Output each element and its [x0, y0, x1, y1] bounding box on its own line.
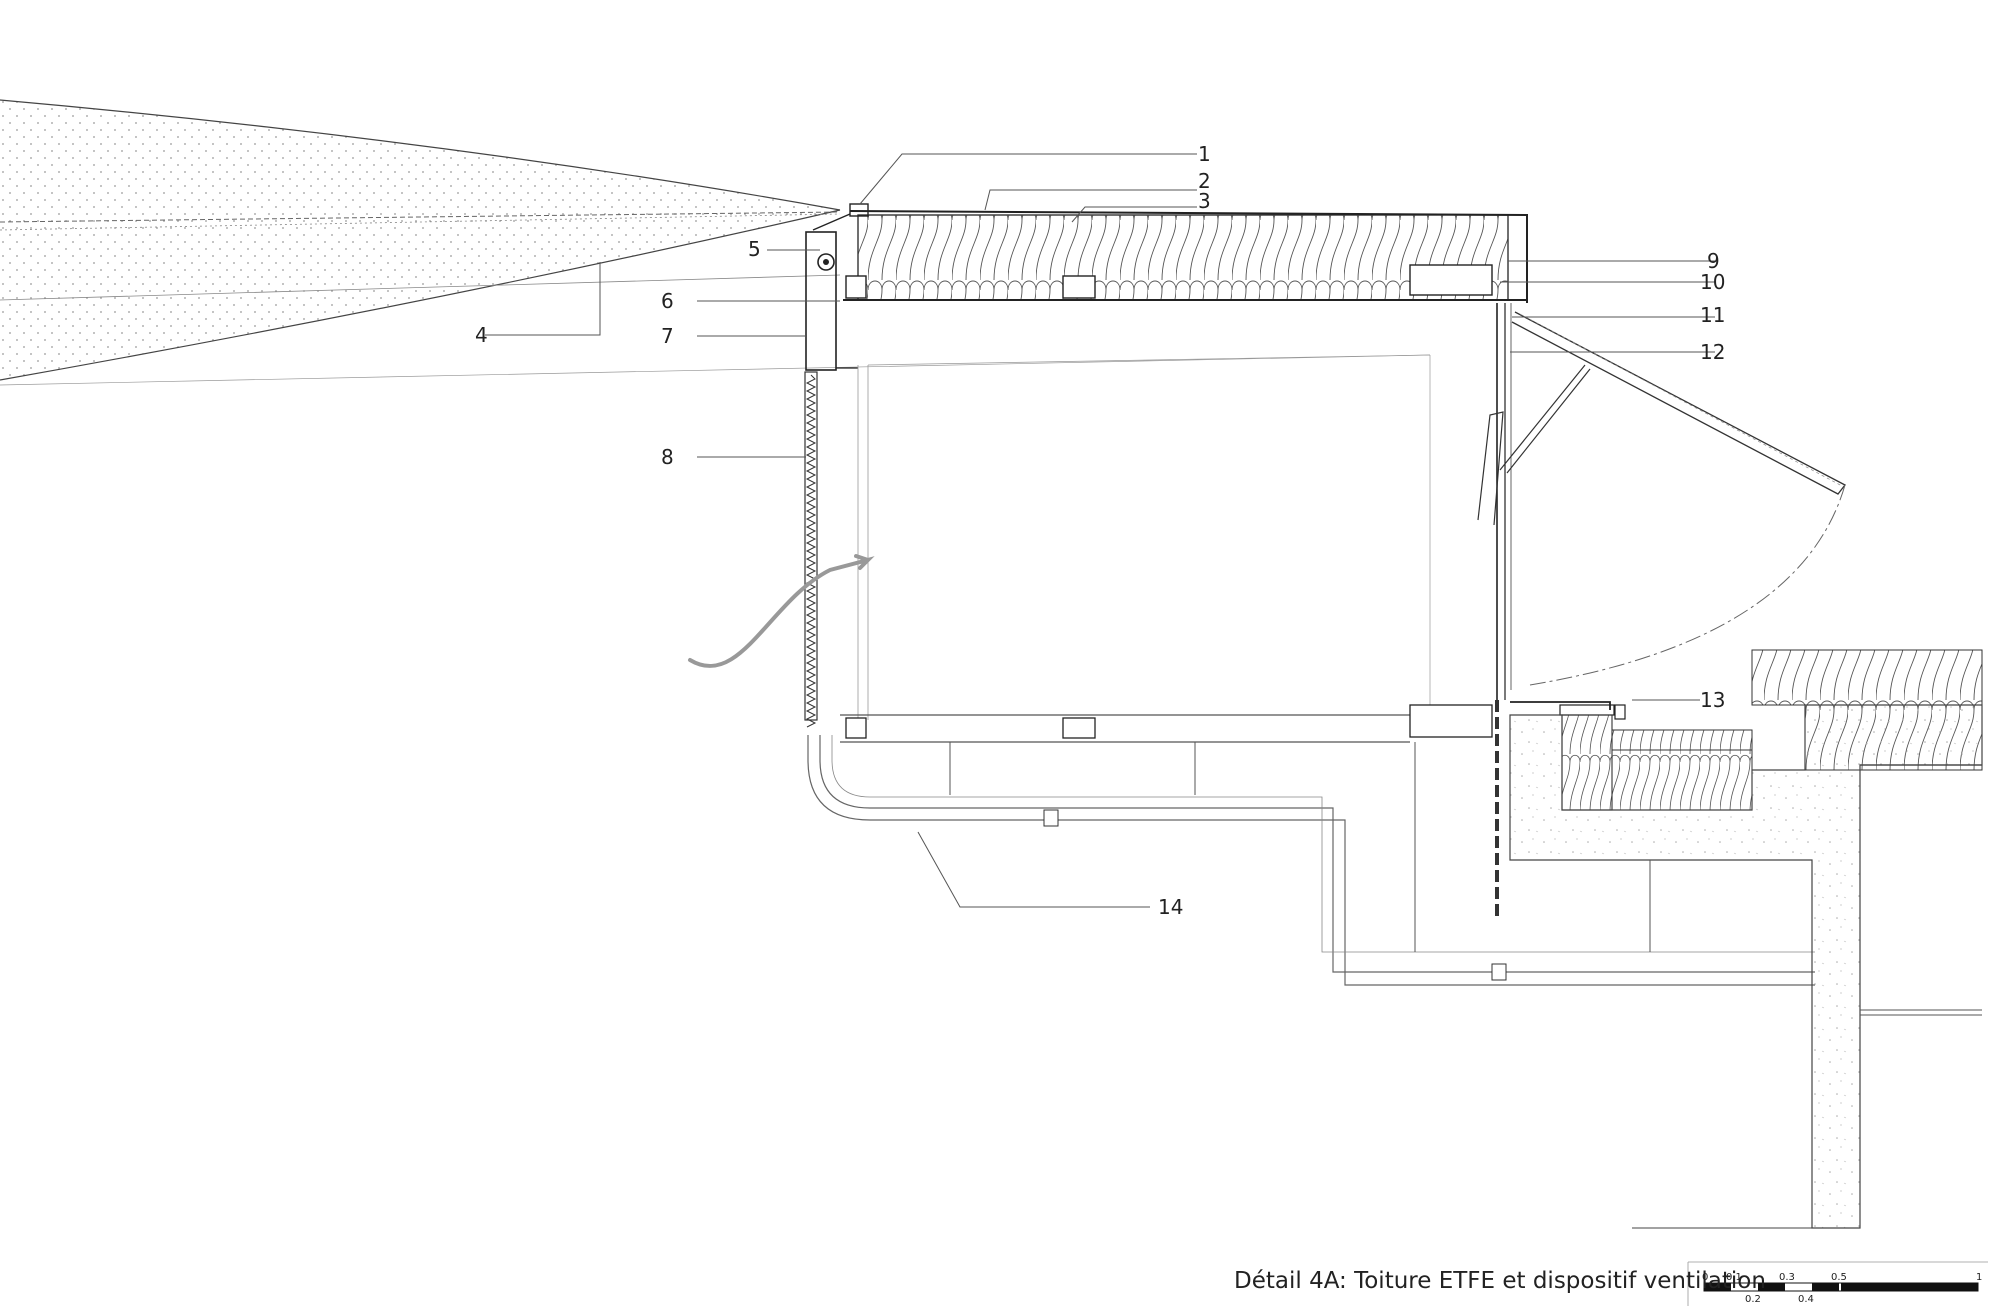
- callout-4: 4: [475, 323, 488, 347]
- callout-labels: 1 2 3 4 5 6 7 8 9 10 11 12 13 14: [475, 142, 1725, 919]
- roof-slab: [843, 203, 1528, 303]
- callout-9: 9: [1707, 249, 1720, 273]
- scale-bar: 0 0.1 0.3 0.5 1 0.2 0.4: [1687, 1261, 1988, 1306]
- callout-3: 3: [1198, 189, 1211, 213]
- etfe-cushion: [0, 99, 1431, 386]
- callout-8: 8: [661, 445, 674, 469]
- ventilation-duct: [807, 735, 1815, 986]
- scale-tick-0-2: 0.2: [1745, 1294, 1761, 1305]
- callout-2: 2: [1198, 169, 1211, 193]
- callout-11: 11: [1700, 303, 1725, 327]
- window-unit: [1477, 303, 1846, 700]
- floor-beam: [840, 704, 1493, 795]
- scale-tick-0-5: 0.5: [1831, 1272, 1847, 1283]
- scale-tick-0: 0: [1702, 1272, 1708, 1283]
- right-floor-slab: [1495, 649, 1983, 1229]
- drawing-title: Détail 4A: Toiture ETFE et dispositif ve…: [1234, 1268, 1766, 1294]
- scale-tick-0-3: 0.3: [1779, 1272, 1795, 1283]
- callout-1: 1: [1198, 142, 1211, 166]
- airflow-arrow: [688, 554, 875, 669]
- scale-tick-0-4: 0.4: [1798, 1294, 1814, 1305]
- callout-10: 10: [1700, 270, 1725, 294]
- scale-tick-0-1: 0.1: [1726, 1272, 1742, 1283]
- callout-7: 7: [661, 324, 674, 348]
- left-wall: [804, 354, 1431, 728]
- leader-lines: [485, 153, 1715, 908]
- callout-12: 12: [1700, 340, 1725, 364]
- scale-tick-1: 1: [1976, 1272, 1982, 1283]
- callout-5: 5: [748, 237, 761, 261]
- callout-6: 6: [661, 289, 674, 313]
- callout-14: 14: [1158, 895, 1183, 919]
- callout-13: 13: [1700, 688, 1725, 712]
